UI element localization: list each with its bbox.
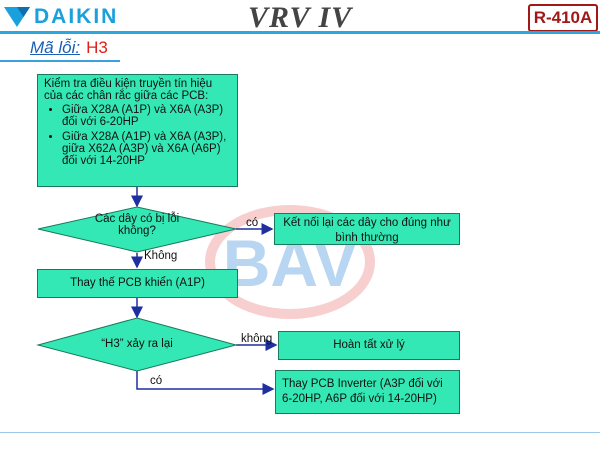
error-code-value: H3	[86, 38, 108, 57]
check-connection-box: Kiểm tra điều kiện truyền tín hiệu của c…	[37, 74, 238, 187]
title-underline	[0, 60, 120, 62]
page-title: Mã lỗi: H3	[30, 38, 108, 58]
replace-inverter-text: Thay PCB Inverter (A3P đối với 6-20HP, A…	[282, 378, 443, 405]
edge-label-d1-yes: có	[246, 217, 259, 229]
edge-label-d2-yes: có	[150, 375, 163, 387]
footer-divider	[0, 432, 600, 433]
daikin-triangle-icon	[4, 7, 30, 27]
check-bullet: Giữa X28A (A1P) và X6A (A3P), giữa X62A …	[62, 131, 231, 167]
product-name: VRV IV	[248, 1, 353, 34]
replace-pcb-text: Thay thế PCB khiển (A1P)	[70, 277, 205, 289]
decision-1-text: Các dây có bị lỗi không?	[94, 213, 180, 237]
done-box: Hoàn tất xử lý	[278, 331, 460, 360]
reconnect-text: Kết nối lại các dây cho đúng như bình th…	[283, 217, 451, 244]
decision-diamond-1	[37, 206, 237, 253]
header-divider	[0, 31, 600, 34]
replace-inverter-box: Thay PCB Inverter (A3P đối với 6-20HP, A…	[275, 370, 460, 414]
reconnect-wires-box: Kết nối lại các dây cho đúng như bình th…	[274, 213, 460, 245]
header: DAIKIN VRV IV R-410A	[0, 0, 600, 34]
check-intro-text: Kiểm tra điều kiện truyền tín hiệu của c…	[44, 78, 213, 102]
done-text: Hoàn tất xử lý	[333, 339, 405, 351]
decision-2-text: “H3” xảy ra lại	[101, 338, 173, 350]
decision-diamond-2	[36, 317, 238, 372]
daikin-logo: DAIKIN	[4, 5, 119, 28]
replace-pcb-box: Thay thế PCB khiển (A1P)	[37, 269, 238, 298]
brand-name: DAIKIN	[34, 5, 119, 28]
edge-label-d1-no: Không	[144, 250, 178, 262]
refrigerant-badge: R-410A	[528, 4, 598, 32]
error-code-label: Mã lỗi:	[30, 38, 81, 57]
edge-label-d2-no: không	[241, 333, 273, 345]
check-bullet: Giữa X28A (A1P) và X6A (A3P) đối với 6-2…	[62, 104, 231, 128]
